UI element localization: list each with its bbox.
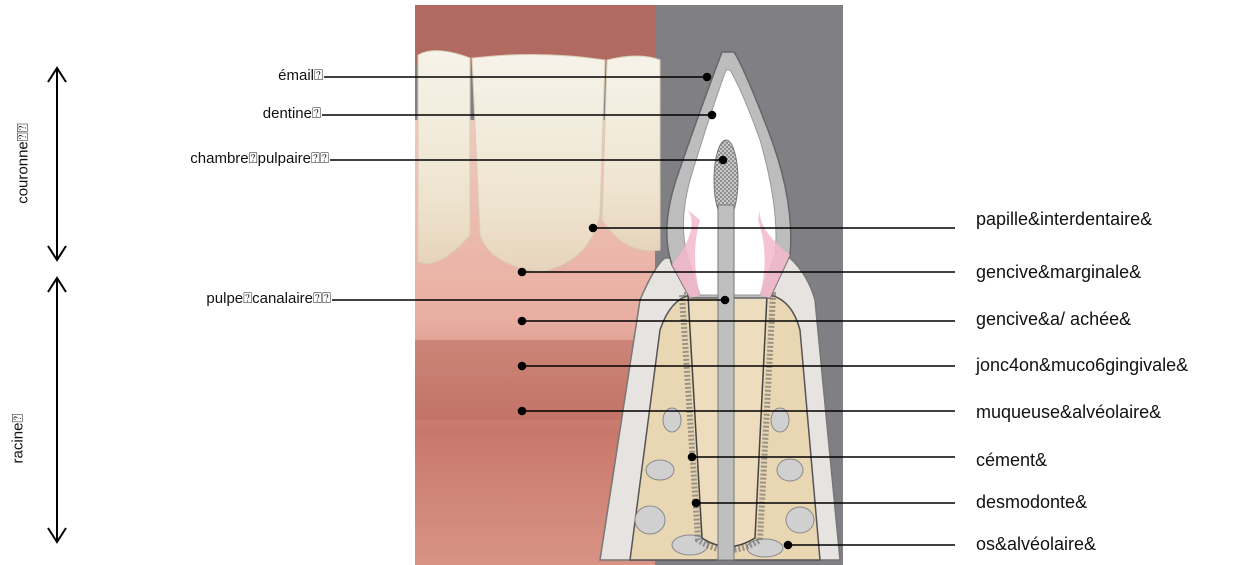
label-couronne: couronne⍰⍰ <box>15 119 32 209</box>
label-email: émail⍰ <box>278 67 323 85</box>
root-arrow <box>48 278 66 542</box>
label-papille-interdentaire: papille&interdentaire& <box>976 208 1152 230</box>
marker-jonction <box>519 363 526 370</box>
marker-email <box>704 74 711 81</box>
left-tooth <box>418 51 470 264</box>
marker-dentine <box>709 112 716 119</box>
label-cement: cément& <box>976 449 1047 471</box>
label-chambre-pulpaire: chambre⍰pulpaire⍰⍰ <box>190 150 329 168</box>
label-gencive-marginale: gencive&marginale& <box>976 261 1141 283</box>
marker-papille <box>590 225 597 232</box>
label-racine: racine⍰ <box>10 409 27 469</box>
label-pulpe-canalaire: pulpe⍰canalaire⍰⍰ <box>206 290 331 308</box>
marker-chambre <box>720 157 727 164</box>
marker-muqueuse <box>519 408 526 415</box>
label-desmodonte: desmodonte& <box>976 491 1087 513</box>
marker-desmodonte <box>693 500 700 507</box>
right-tooth <box>602 56 660 251</box>
label-muqueuse-alveolaire: muqueuse&alvéolaire& <box>976 401 1161 423</box>
marker-gencive-attachee <box>519 318 526 325</box>
mucosa-dark-band <box>415 340 655 420</box>
label-dentine: dentine⍰ <box>263 105 321 123</box>
marker-cement <box>689 454 696 461</box>
root-canal <box>718 205 734 560</box>
central-tooth <box>472 54 605 272</box>
marker-pulpe <box>722 297 729 304</box>
crown-arrow <box>48 68 66 260</box>
label-jonction-mucogingivale: jonc4on&muco6gingivale& <box>976 354 1188 376</box>
marker-os <box>785 542 792 549</box>
marker-gencive-marginale <box>519 269 526 276</box>
label-os-alveolaire: os&alvéolaire& <box>976 533 1096 555</box>
label-gencive-attachee: gencive&a/ achée& <box>976 308 1131 330</box>
